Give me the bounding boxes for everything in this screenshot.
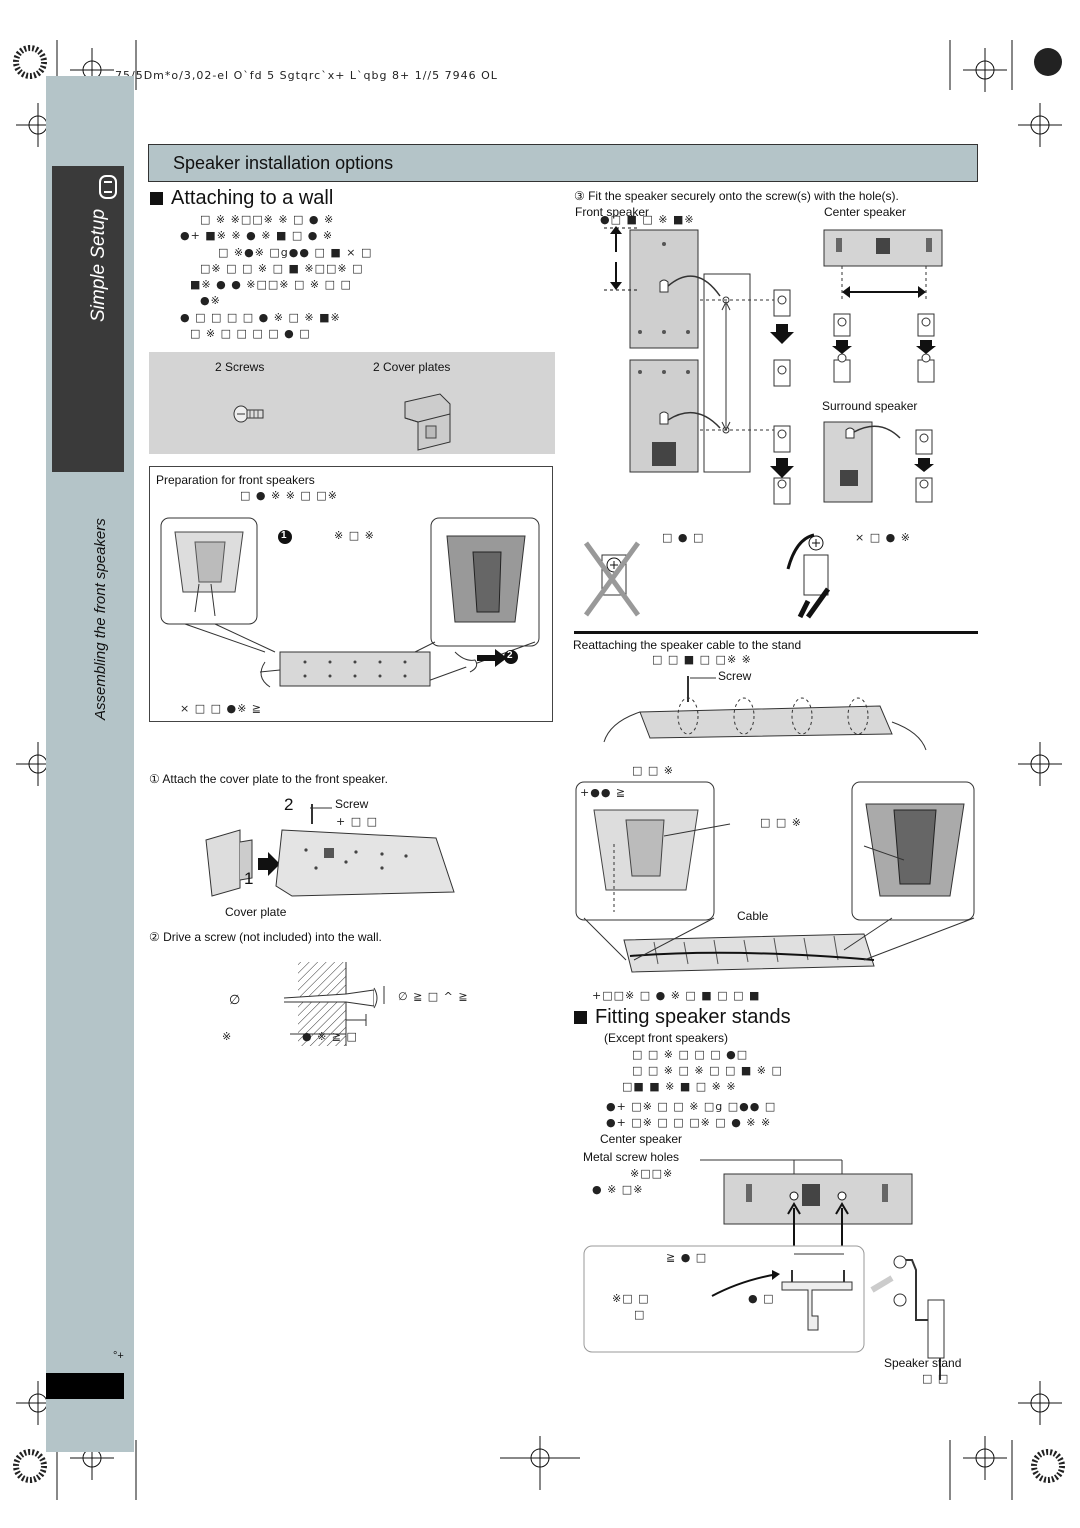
attaching-line-6: ●※ xyxy=(200,294,221,307)
step-1-number-1: 1 xyxy=(244,869,254,888)
preparation-line: □ ● ※ ※ □ □※ xyxy=(240,489,338,502)
surround-speaker-label: Surround speaker xyxy=(822,399,918,413)
reattach-line: □ □ ■ □ □※ ※ xyxy=(652,653,752,666)
sidebar-tab-label: Simple Setup xyxy=(88,208,109,322)
attaching-line-7: ● □ □ □ □ ● ※ □ ※ ■※ xyxy=(180,311,341,324)
stands-line-2: □ □ ※ □ ※ □ □ ■ ※ □ xyxy=(632,1064,783,1077)
cover-plate-icon xyxy=(404,393,451,451)
dimension-head: ∅ ≧ □ ^ ≧ xyxy=(398,990,469,1003)
cover-plate-diagram xyxy=(205,804,455,897)
note-right: × □ ● ※ xyxy=(855,531,911,544)
section-divider xyxy=(574,631,978,634)
stands-line-4: ●+ □※ □ □ ※ □g □●● □ xyxy=(606,1100,777,1113)
reattach-line-2: □ □ ※ xyxy=(632,764,674,777)
callout-1-badge xyxy=(278,530,292,544)
reattach-bottom-line: +□□※ □ ● ※ □ ■ □ □ ■ xyxy=(592,989,761,1002)
correct-incorrect-illustration xyxy=(583,533,831,619)
holes-garble-2: ● ※ □※ xyxy=(592,1183,644,1196)
attaching-line-2: ●+ ■※ ※ ● ※ ■ □ ● ※ xyxy=(180,229,334,242)
stands-line-3: □■ ■ ※ ■ □ ※ ※ xyxy=(622,1080,737,1093)
cable-note: □ □ ※ xyxy=(760,816,802,829)
reattach-screw-label: Screw xyxy=(718,669,752,683)
step-2-text: ② Drive a screw (not included) into the … xyxy=(149,930,382,944)
dimension-depth-mark: ※ xyxy=(222,1030,233,1043)
stands-except: (Except front speakers) xyxy=(604,1031,729,1045)
holes-garble-1: ※□□※ xyxy=(630,1167,674,1180)
sidebar-section-label: Assembling the front speakers xyxy=(92,518,109,720)
note-left: □ ● □ xyxy=(662,531,705,544)
screw-label: Screw xyxy=(335,797,369,811)
plug-icon xyxy=(99,175,117,199)
cable-garble: +●● ≧ xyxy=(580,786,627,799)
stand-detail-garble-3: □ xyxy=(634,1308,646,1321)
reattach-title: Reattaching the speaker cable to the sta… xyxy=(573,638,802,652)
cover-plates-label: 2 Cover plates xyxy=(373,360,451,374)
metal-screw-holes-label: Metal screw holes xyxy=(583,1150,680,1164)
screw-sublabel: + □ □ xyxy=(336,815,378,828)
attaching-line-3: □ ※●※ □g●● □ ■ × □ xyxy=(218,246,373,259)
stand-detail-garble-2: ※□ □ xyxy=(612,1292,650,1305)
speaker-mount-diagram xyxy=(604,226,943,505)
speaker-stand-garble: □ □ xyxy=(922,1372,950,1385)
heading-bullet xyxy=(150,192,163,205)
step-3-text: ③ Fit the speaker securely onto the scre… xyxy=(574,189,899,203)
front-speaker-label: Front speaker xyxy=(575,205,650,219)
attaching-heading: Attaching to a wall xyxy=(150,187,333,210)
page-mark: °+ xyxy=(113,1350,124,1362)
screw-icon xyxy=(233,405,264,423)
heading-bullet-2 xyxy=(574,1011,587,1024)
page-number-block xyxy=(46,1373,124,1399)
dimension-depth: ● ※ ≧ □ xyxy=(302,1030,358,1043)
center-speaker-label: Center speaker xyxy=(824,205,907,219)
stands-line-5: ●+ □※ □ □ □※ □ ● ※ ※ xyxy=(606,1116,772,1129)
preparation-title: Preparation for front speakers xyxy=(156,473,315,487)
step-1-number-2: 2 xyxy=(284,795,294,814)
preparation-footer: × □ □ ●※ ≧ xyxy=(180,702,263,715)
callout-2-badge xyxy=(504,650,518,664)
callout-2-number: 2 xyxy=(507,650,513,661)
attaching-heading-text: Attaching to a wall xyxy=(171,187,334,209)
cable-label: Cable xyxy=(737,909,769,923)
wall-screw-diagram xyxy=(283,962,385,1046)
stand-detail-garble-4: ● □ xyxy=(748,1292,775,1305)
attaching-line-5: ■※ ● ● ※□□※ □ ※ □ □ xyxy=(190,278,352,291)
print-code-line: 75/5Dm*o/3,02-el O`fd 5 Sgtqrc`x+ L`qbg … xyxy=(115,69,498,82)
sidebar-tab xyxy=(52,166,124,472)
step-1-text: ① Attach the cover plate to the front sp… xyxy=(149,772,388,786)
stands-center-speaker: Center speaker xyxy=(600,1132,683,1146)
stands-heading: Fitting speaker stands xyxy=(574,1006,791,1029)
dimension-diameter: ∅ xyxy=(229,992,241,1007)
attaching-line-8: □ ※ □ □ □ □ ● □ xyxy=(190,327,311,340)
callout-1-text: ※ □ ※ xyxy=(334,529,375,542)
section-header xyxy=(148,144,978,182)
stand-fitting-diagram xyxy=(583,1159,945,1380)
screws-label: 2 Screws xyxy=(215,360,265,374)
supplied-items-box xyxy=(149,352,555,454)
stands-heading-text: Fitting speaker stands xyxy=(595,1006,791,1028)
stand-detail-garble-1: ≧ ● □ xyxy=(666,1251,708,1264)
cable-route-diagram xyxy=(575,781,975,973)
preparation-box xyxy=(149,466,553,722)
attaching-line-1: □ ※ ※□□※ ※ □ ● ※ xyxy=(200,213,335,226)
stand-cable-diagram xyxy=(603,676,927,751)
front-speaker-note: ●□ ■ □ ※ ■※ xyxy=(600,213,695,226)
cover-plate-label: Cover plate xyxy=(225,905,287,919)
stands-line-1: □ □ ※ □ □ □ ●□ xyxy=(632,1048,749,1061)
attaching-line-4: □※ □ □ ※ □ ■ ※□□※ □ xyxy=(200,262,364,275)
section-title: Speaker installation options xyxy=(173,153,394,173)
speaker-stand-label: Speaker stand xyxy=(884,1356,962,1370)
preparation-illustration xyxy=(160,517,540,688)
callout-1-number: 1 xyxy=(281,530,287,541)
